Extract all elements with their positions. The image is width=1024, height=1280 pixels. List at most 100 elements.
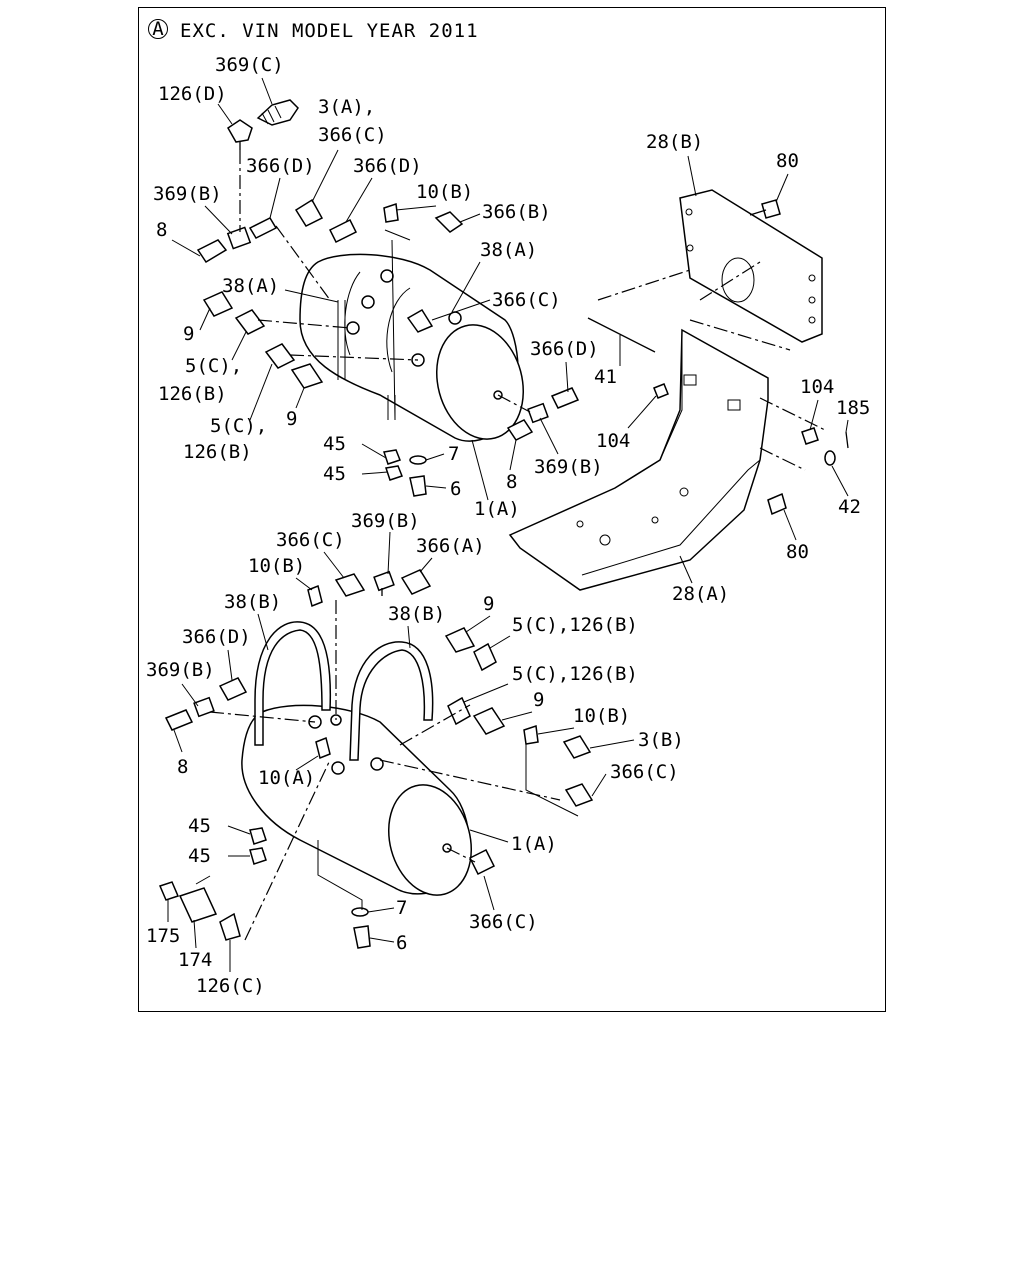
bracket-centerline-5: [759, 447, 806, 471]
callout-labels-bottom: 366(C) 369(B) 366(A) 10(B) 38(B) 38(B) 9…: [146, 510, 684, 997]
fitting-5c-upper: [234, 309, 266, 335]
callout: 369(C): [215, 54, 284, 76]
nut-104-right: [801, 427, 819, 445]
callout: 45: [323, 463, 346, 485]
callout: 366(C): [492, 289, 561, 311]
callout: 5(C),126(B): [512, 614, 638, 636]
callout: 9: [533, 689, 544, 711]
lower-tank-port-3: [370, 757, 384, 771]
bracket-centerline-2: [699, 261, 761, 301]
callout: 366(C): [469, 911, 538, 933]
callout: 80: [786, 541, 809, 563]
nut-45-lower: [249, 827, 267, 865]
bracket-28a-edge: [614, 330, 683, 489]
washer-7-lower: [351, 907, 369, 917]
callout: 366(C): [318, 124, 387, 146]
callout: 126(C): [196, 975, 265, 997]
lower-centerline-6: [446, 847, 476, 863]
callout: 38(B): [388, 603, 445, 625]
fitting-9-upper: [202, 291, 234, 317]
callout: 369(B): [534, 456, 603, 478]
callout: 28(A): [672, 583, 729, 605]
callout: 126(B): [158, 383, 227, 405]
callout: 3(A),: [318, 96, 375, 118]
lower-centerline-4: [379, 759, 561, 801]
fitting-9-lower: [290, 363, 324, 389]
lower-air-tank-assembly: [158, 569, 594, 949]
callout: 366(D): [530, 338, 599, 360]
callout: 6: [450, 478, 461, 500]
bolt-80-top: [761, 199, 781, 219]
bolt-80-bottom: [767, 492, 787, 516]
fitting-366a: [400, 569, 432, 595]
callout: 366(C): [276, 529, 345, 551]
callout: 9: [286, 408, 297, 430]
pin-185: [845, 431, 849, 449]
callout: 10(B): [248, 555, 305, 577]
callout: 174: [178, 949, 212, 971]
callout: 38(A): [222, 275, 279, 297]
upper-tank-port-5: [380, 269, 394, 283]
callout: 38(A): [480, 239, 537, 261]
callout: 42: [838, 496, 861, 518]
fitting-366c-upper: [406, 308, 434, 333]
fitting-366d-lower: [218, 677, 248, 701]
drain-valve-6-lower: [353, 925, 371, 949]
header-circle-badge: [148, 19, 168, 39]
callout: 366(D): [182, 626, 251, 648]
bracket-centerline-4: [759, 397, 826, 431]
callout: 6: [396, 932, 407, 954]
fitting-369b-end: [506, 387, 580, 441]
nut-104-left: [653, 383, 669, 399]
callout: 185: [836, 397, 870, 419]
callout: 104: [800, 376, 834, 398]
callout: 366(B): [482, 201, 551, 223]
callout: 366(D): [246, 155, 315, 177]
callout: 3(B): [638, 729, 684, 751]
header-circle-letter: A: [152, 18, 164, 40]
callout: 8: [177, 756, 188, 778]
washer-42: [824, 450, 836, 466]
lower-tank-end-cap: [387, 784, 473, 896]
callout: 369(B): [351, 510, 420, 532]
callout: 369(B): [153, 183, 222, 205]
bracket-centerline-1: [597, 269, 691, 301]
upper-air-tank-assembly: [196, 99, 580, 497]
bracket-28b-hole: [721, 257, 755, 303]
strap-38b-left: [254, 621, 332, 746]
callout: 28(B): [646, 131, 703, 153]
fitting-366c-lower-top: [334, 573, 366, 597]
centerline-5: [497, 394, 531, 413]
part-174: [178, 875, 218, 923]
centerline-2: [275, 225, 331, 301]
callout: 7: [448, 443, 459, 465]
centerline-4: [289, 354, 419, 361]
callout: 126(B): [183, 441, 252, 463]
bracket-28b: [679, 189, 823, 343]
strap-38b-right: [349, 641, 434, 761]
fitting-366c-lower-right: [564, 783, 594, 807]
fitting-366d-top: [328, 218, 358, 244]
callout: 5(C),: [185, 355, 242, 377]
fitting-369b-tee: [196, 217, 278, 264]
header: A EXC. VIN MODEL YEAR 2011: [148, 18, 479, 42]
fitting-10b-top: [383, 202, 399, 223]
bracket-centerline-3: [689, 319, 791, 351]
lower-leader-drain: [317, 840, 363, 910]
strap-38a-left: [337, 300, 346, 380]
lower-centerline-5: [399, 704, 471, 746]
drain-valve-6-upper: [409, 455, 427, 497]
callout: 8: [506, 471, 517, 493]
leader-10b: [384, 229, 411, 421]
fitting-9-lower-right-1: [444, 627, 476, 653]
fitting-10b-lower-top: [307, 584, 323, 608]
part-175: [158, 881, 180, 901]
header-title: EXC. VIN MODEL YEAR 2011: [180, 20, 479, 42]
callout: 38(B): [224, 591, 281, 613]
fitting-9-lower-right-2: [472, 707, 506, 735]
lower-tank-port-2: [331, 761, 345, 775]
bracket-28a-flange: [581, 459, 761, 576]
fitting-369b-lower-top: [373, 570, 395, 596]
callout-labels-bracket: 28(B) 80 41 104 104 185 42 80 28(A): [594, 131, 870, 605]
